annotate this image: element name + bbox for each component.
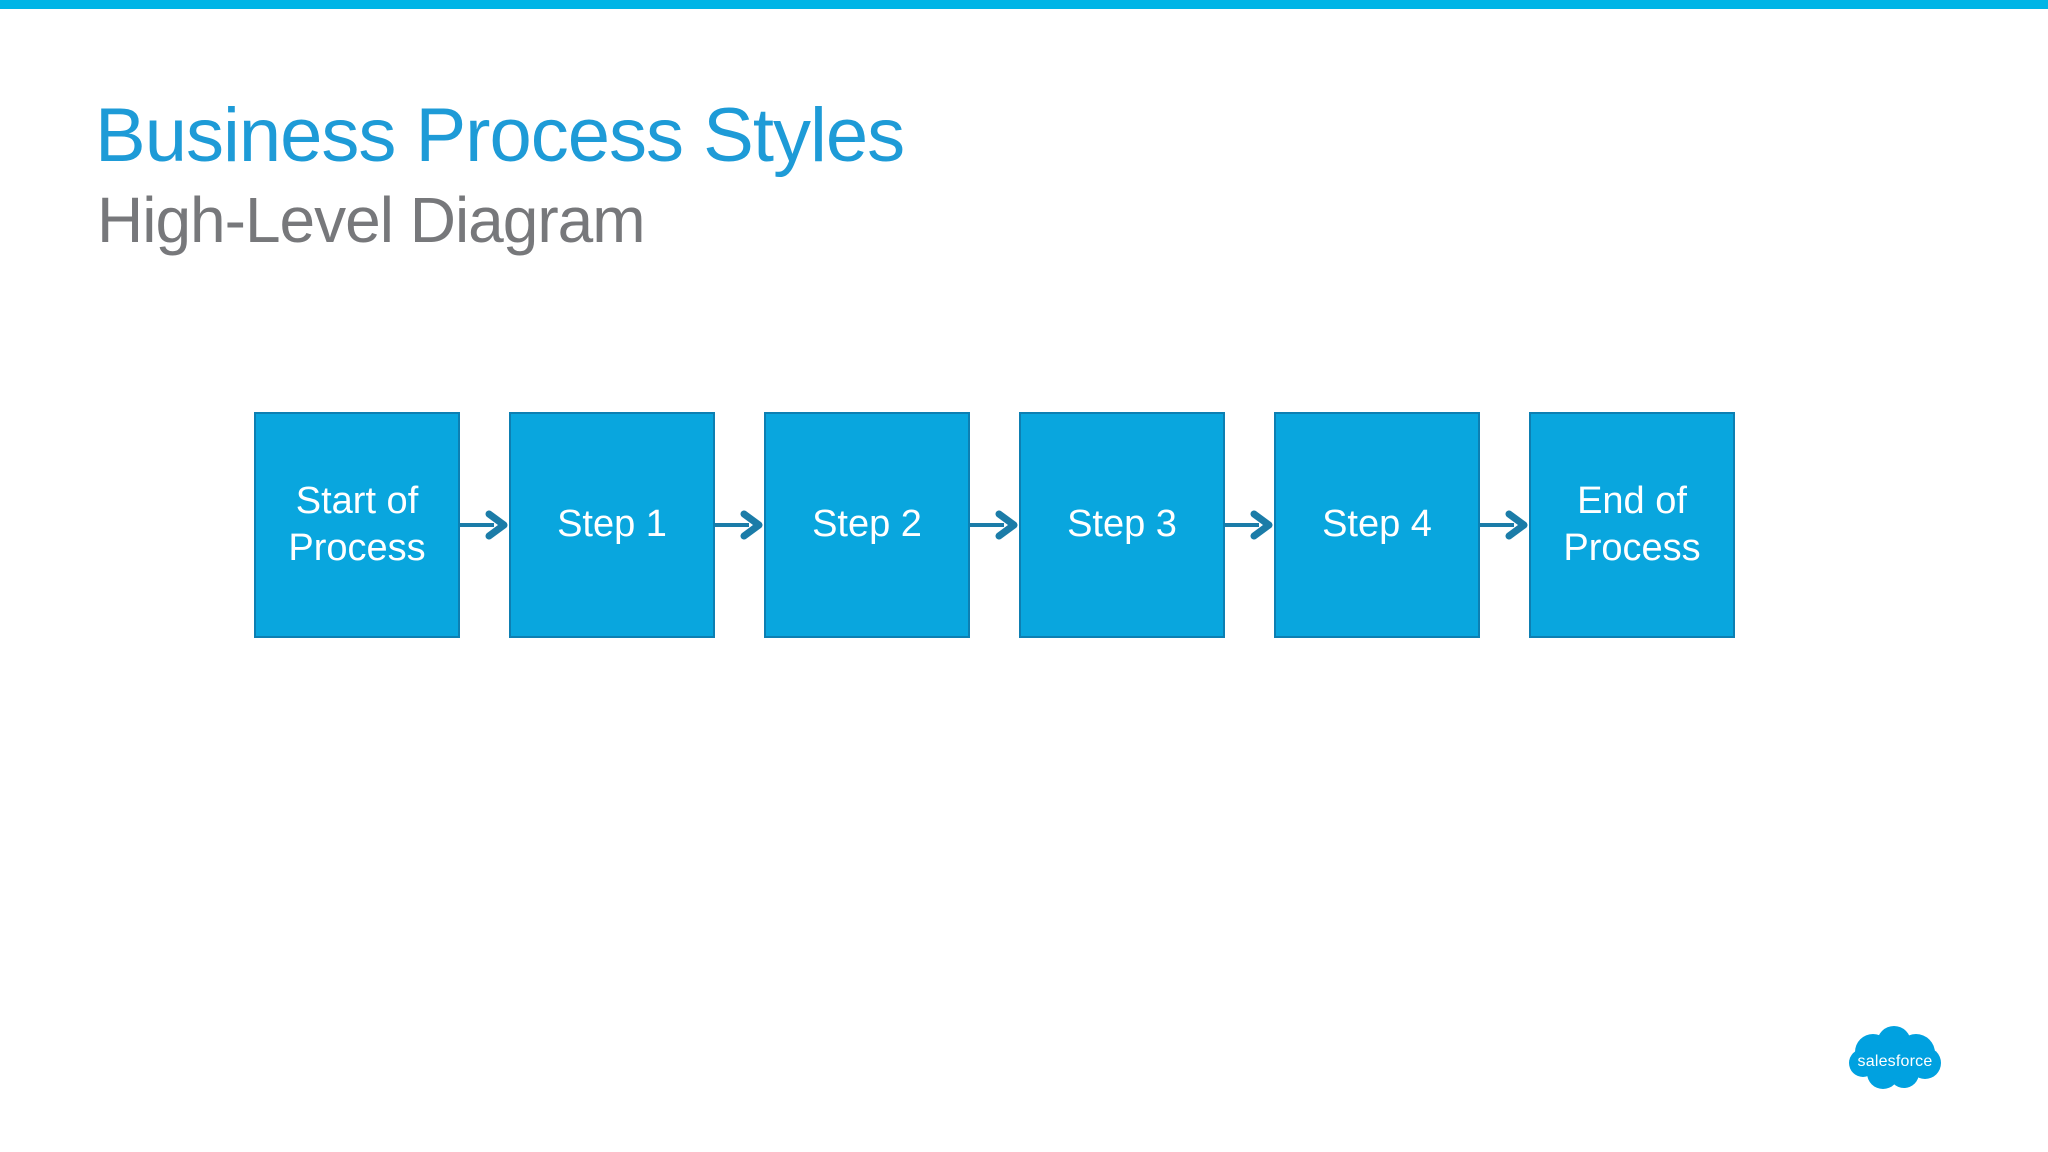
salesforce-logo: salesforce (1846, 1021, 1946, 1095)
arrow-right-icon (1225, 510, 1273, 540)
flow-arrow (460, 412, 509, 638)
process-step-label: Step 2 (812, 503, 922, 546)
process-step-label: Start of Process (288, 479, 426, 570)
salesforce-cloud-icon: salesforce (1849, 1026, 1941, 1089)
accent-bar (0, 0, 2048, 9)
process-step-label: Step 4 (1322, 503, 1432, 546)
slide-title: Business Process Styles (95, 93, 905, 178)
arrow-right-icon (970, 510, 1018, 540)
process-step-box: Step 1 (509, 412, 715, 638)
arrow-right-icon (460, 510, 508, 540)
flow-arrow (715, 412, 764, 638)
process-step-box: Step 4 (1274, 412, 1480, 638)
process-flow-diagram: Start of Process Step 1 Step 2 Step 3 St… (254, 412, 1735, 638)
flow-arrow (1480, 412, 1529, 638)
process-step-box: Step 2 (764, 412, 970, 638)
process-step-label: Step 1 (557, 503, 667, 546)
arrow-right-icon (1480, 510, 1528, 540)
flow-arrow (1225, 412, 1274, 638)
process-step-label: End of Process (1563, 479, 1701, 570)
salesforce-logo-text: salesforce (1858, 1053, 1933, 1070)
arrow-right-icon (715, 510, 763, 540)
process-step-box: Start of Process (254, 412, 460, 638)
process-step-box: End of Process (1529, 412, 1735, 638)
flow-arrow (970, 412, 1019, 638)
slide-subtitle: High-Level Diagram (97, 184, 646, 256)
process-step-box: Step 3 (1019, 412, 1225, 638)
process-step-label: Step 3 (1067, 503, 1177, 546)
